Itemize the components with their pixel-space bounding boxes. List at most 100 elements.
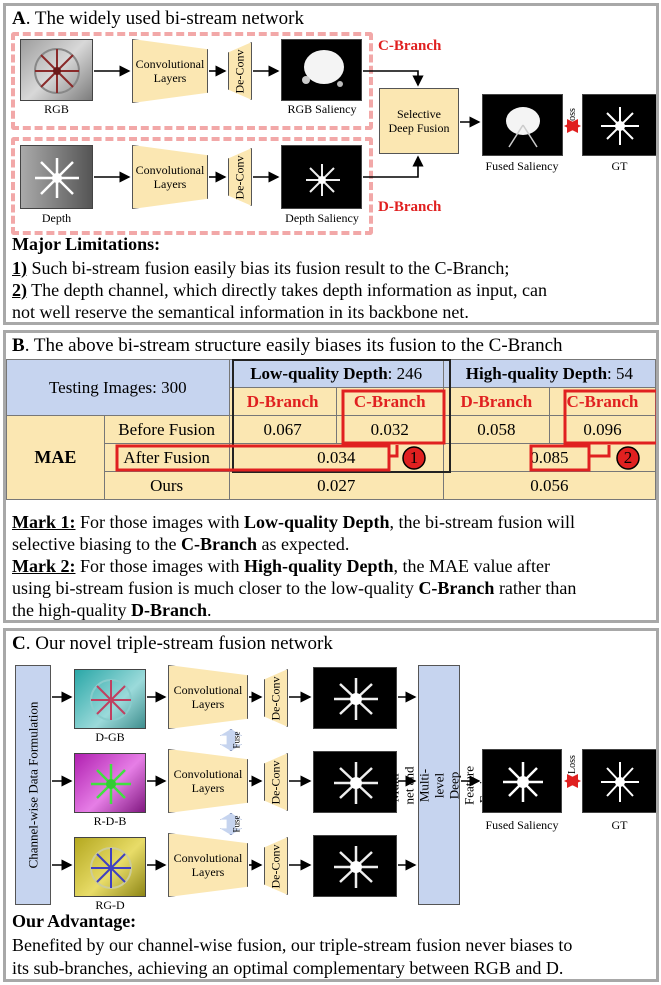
rgb-image (20, 39, 93, 101)
saliency-output-2-icon (334, 762, 378, 804)
mae-label: MAE (6, 415, 105, 500)
after-fusion-label: After Fusion (103, 443, 230, 472)
mark-1-line-1: Mark 1: For those images with Low-qualit… (12, 512, 575, 532)
panel-b-title: B. The above bi-stream structure easily … (12, 335, 563, 356)
rgb-saliency-image (281, 39, 362, 101)
before-fusion-label: Before Fusion (103, 415, 230, 444)
fuse-label-1: Fuse (231, 731, 242, 749)
rgb-caption: RGB (44, 102, 69, 116)
rgd-image (74, 837, 146, 897)
ours-highq: 0.056 (442, 471, 656, 500)
mark-2-line-3: the high-quality D-Branch. (12, 600, 212, 620)
multi-net-label: Multi-net and Multi-level Deep Feature F… (386, 765, 492, 805)
c-gt-caption: GT (611, 818, 628, 832)
deconv-3 (264, 837, 288, 895)
dgb-image (74, 669, 146, 729)
panel-a: A. The widely used bi-stream network C-B… (3, 3, 659, 325)
channel-wise-data-formulation (15, 665, 51, 905)
lowq-header: Low-quality Depth: 246 (228, 359, 444, 388)
mark-1-number: 1 (409, 448, 419, 467)
advantage-line-2: its sub-branches, achieving an optimal c… (12, 958, 564, 978)
rgd-caption: RG-D (95, 898, 125, 912)
limitation-1: 1) Such bi-stream fusion easily bias its… (12, 258, 510, 278)
conv-layers-3: Convolutional Layers (168, 833, 248, 897)
fused-saliency-image (482, 94, 563, 156)
mae-table: Testing Images: 300 Low-quality Depth: 2… (6, 359, 656, 500)
mark-2-line-2: using bi-stream fusion is much closer to… (12, 578, 577, 598)
advantage-line-1: Benefited by our channel-wise fusion, ou… (12, 935, 573, 955)
depth-saliency-caption: Depth Saliency (285, 211, 359, 225)
advantage-heading: Our Advantage: (12, 911, 137, 931)
depth-caption: Depth (41, 211, 72, 225)
highq-header: High-quality Depth: 54 (442, 359, 656, 388)
conv-layers-1: Convolutional Layers (168, 665, 248, 729)
c-gt-spider-icon (601, 762, 639, 802)
cwdf-label: Channel-wise Data Formulation (25, 701, 40, 869)
gt-caption: GT (611, 159, 628, 173)
depth-saliency-image (281, 145, 362, 209)
deconv-2-label: De-Conv (268, 760, 283, 804)
spider-rdb-icon (91, 764, 131, 804)
gt-image (582, 94, 656, 156)
conv-layers-2: Convolutional Layers (168, 749, 248, 813)
rdb-caption: R-D-B (93, 814, 127, 828)
saliency-output-2 (313, 751, 397, 813)
before-highq-c: 0.096 (548, 415, 656, 444)
c-loss-label: Loss (566, 754, 578, 774)
deconv-c-label: De-Conv (232, 49, 247, 93)
c-fused-spider-icon (503, 762, 543, 802)
mark-1-line-2: selective biasing to the C-Branch as exp… (12, 534, 350, 554)
c-gt-image (582, 749, 656, 813)
limitation-2: 2) The depth channel, which directly tak… (12, 280, 548, 300)
deconv-d-label: De-Conv (232, 155, 247, 199)
dgb-caption: D-GB (95, 730, 125, 744)
spider-rgb-icon (34, 48, 80, 94)
conv-layers-d: Convolutional Layers (132, 145, 208, 209)
selective-deep-fusion: Selective Deep Fusion (379, 88, 459, 154)
c-branch-label: C-Branch (378, 38, 442, 54)
deconv-3-label: De-Conv (268, 844, 283, 888)
mark-2-number: 2 (623, 448, 633, 467)
fused-saliency-caption: Fused Saliency (485, 159, 559, 173)
deconv-1-label: De-Conv (268, 676, 283, 720)
before-highq-d: 0.058 (442, 415, 550, 444)
c-fused-saliency-caption: Fused Saliency (485, 818, 559, 832)
mark-2-line-1: Mark 2: For those images with High-quali… (12, 556, 550, 576)
saliency-output-3-icon (334, 846, 378, 888)
spider-dgb-icon (90, 679, 132, 721)
spider-rgd-icon (90, 847, 132, 889)
loss-label: Loss (566, 107, 578, 127)
gt-spider-icon (601, 107, 639, 145)
ours-lowq: 0.027 (228, 471, 444, 500)
highq-cbranch: C-Branch (548, 387, 656, 416)
panel-c-title: C. Our novel triple-stream fusion networ… (12, 633, 333, 654)
rdb-image (74, 753, 146, 813)
before-lowq-d: 0.067 (228, 415, 337, 444)
limitation-2-cont: not well reserve the semantical informat… (12, 302, 469, 322)
saliency-output-3 (313, 835, 397, 897)
saliency-output-1-icon (334, 678, 378, 720)
lowq-dbranch: D-Branch (228, 387, 337, 416)
panel-a-title: A. The widely used bi-stream network (12, 8, 304, 29)
c-fused-saliency-image (482, 749, 562, 813)
panel-b: B. The above bi-stream structure easily … (3, 330, 659, 623)
multi-net-fusion (418, 665, 460, 905)
panel-c: C. Our novel triple-stream fusion networ… (3, 628, 659, 982)
depth-image (20, 145, 93, 209)
fuse-label-2: Fuse (231, 815, 242, 833)
fused-blob-icon (506, 107, 540, 148)
d-branch-label: D-Branch (378, 199, 442, 215)
saliency-blob-icon (302, 50, 344, 87)
highq-dbranch: D-Branch (442, 387, 550, 416)
limitations-heading: Major Limitations: (12, 234, 161, 254)
ours-label: Ours (103, 471, 230, 500)
saliency-spider-icon (306, 164, 340, 196)
saliency-output-1 (313, 667, 397, 729)
conv-layers-c: Convolutional Layers (132, 39, 208, 103)
before-lowq-c: 0.032 (335, 415, 444, 444)
rgb-saliency-caption: RGB Saliency (287, 102, 357, 116)
spider-depth-icon (35, 158, 79, 198)
testing-images-cell: Testing Images: 300 (6, 359, 230, 416)
d-branch-frame (11, 137, 373, 235)
lowq-cbranch: C-Branch (335, 387, 444, 416)
